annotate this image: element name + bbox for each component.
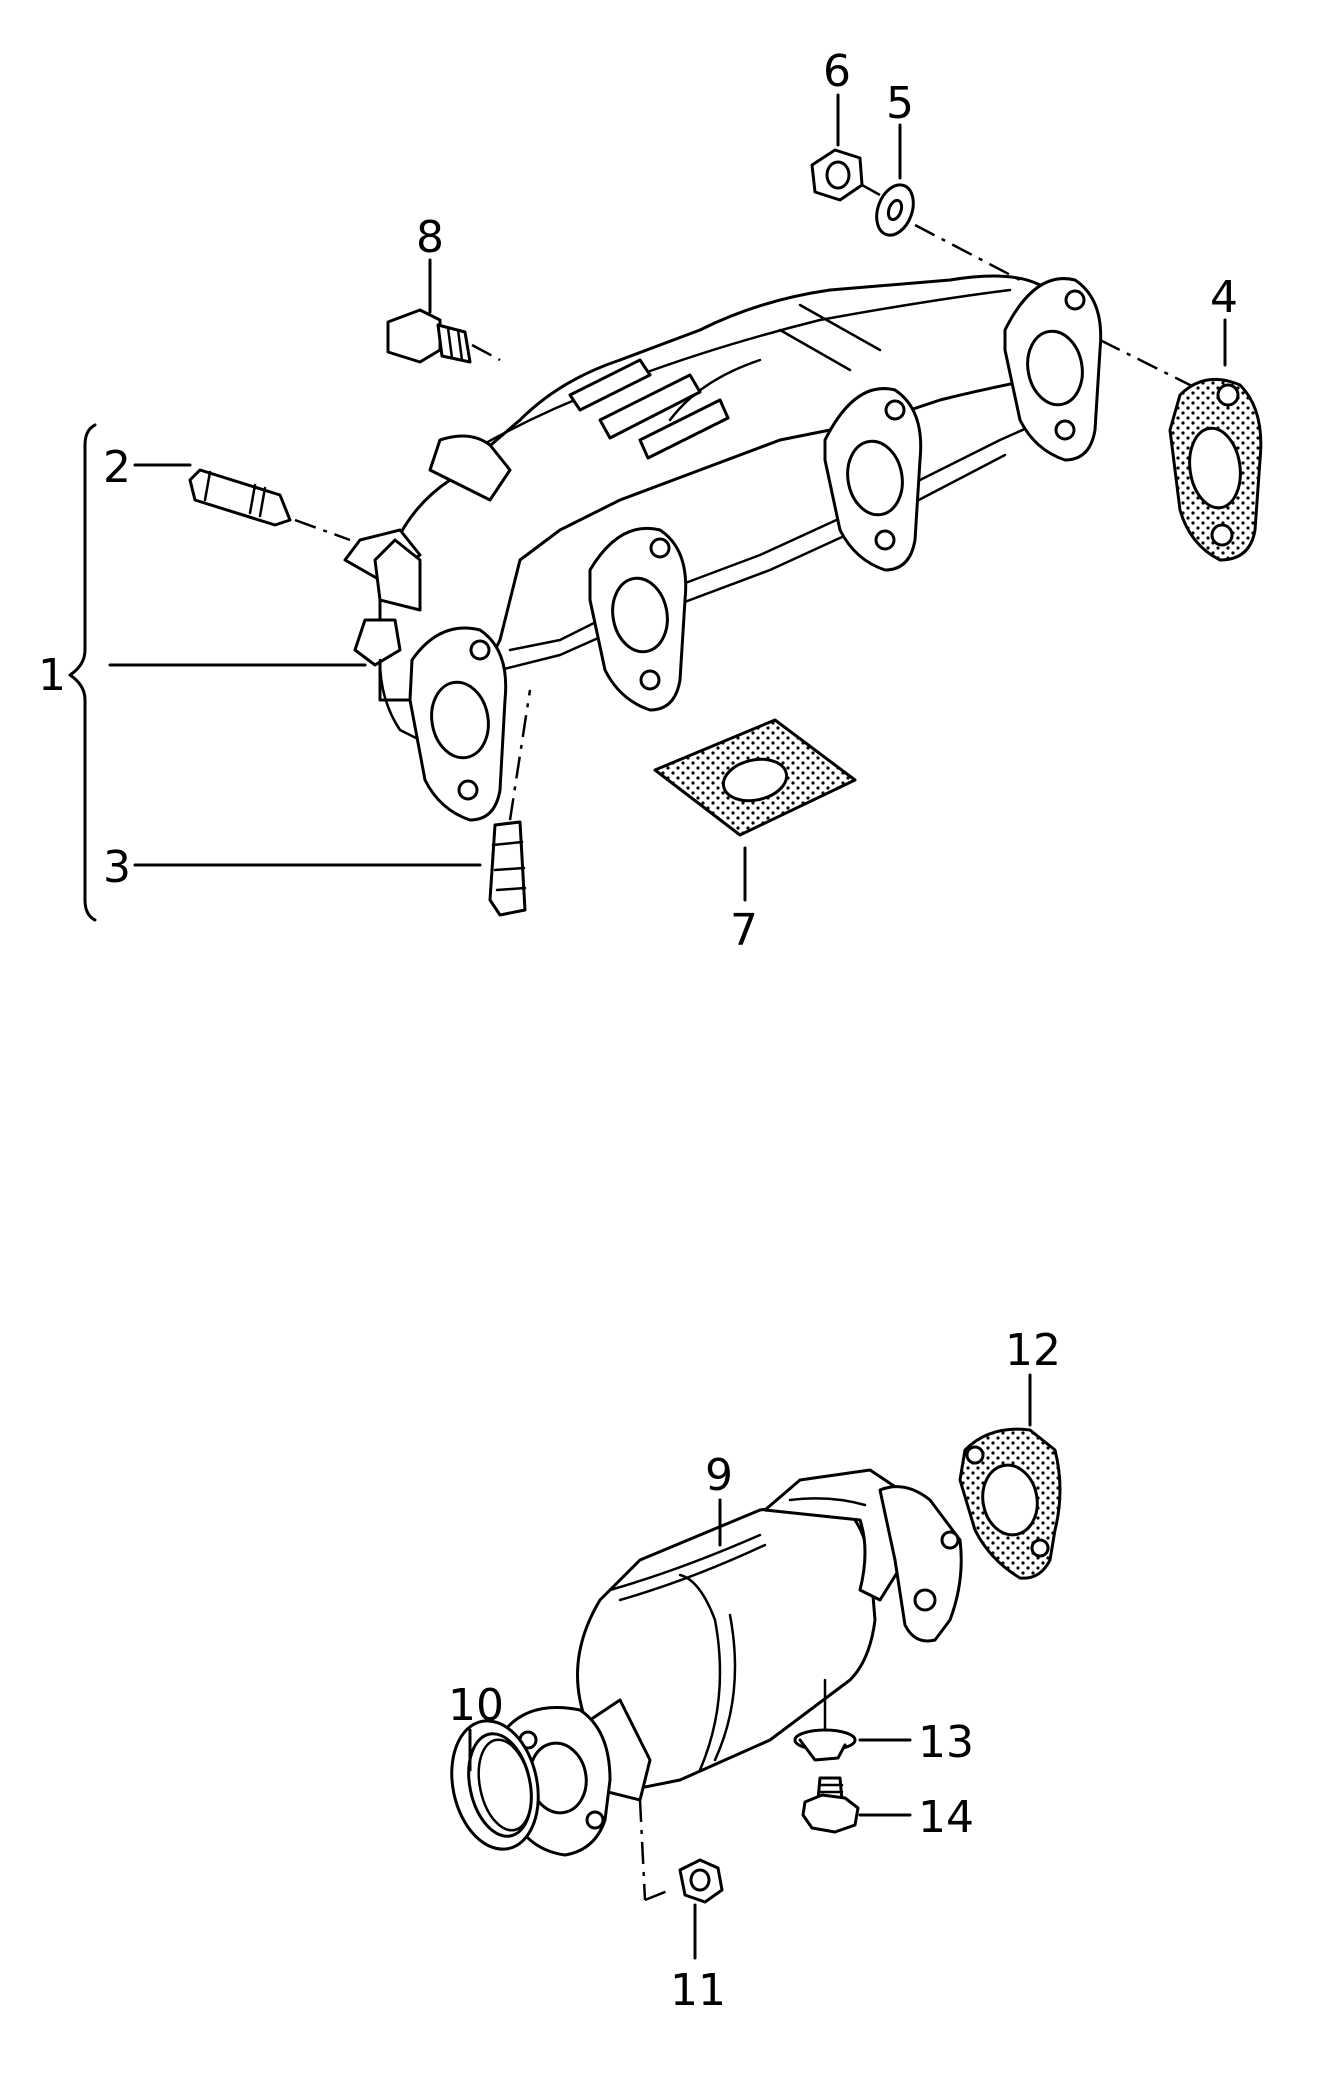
callout-10: 10: [448, 1680, 504, 1731]
callout-7: 7: [730, 905, 758, 956]
gasket-part-4: [1168, 377, 1263, 562]
exhaust-manifold: [343, 274, 1062, 742]
callout-8: 8: [416, 212, 444, 263]
callout-13: 13: [918, 1717, 974, 1768]
callout-5: 5: [886, 78, 914, 129]
manifold-flange-1: [408, 626, 508, 822]
callout-11: 11: [670, 1965, 726, 2016]
catalytic-converter: [503, 1468, 963, 1902]
callout-4: 4: [1210, 272, 1238, 323]
callout-12: 12: [1005, 1325, 1061, 1376]
bolt-part-8: [386, 308, 501, 364]
callout-leaders: [68, 93, 1227, 1960]
nut-part-11: [678, 1858, 724, 1904]
manifold-flange-3: [823, 387, 923, 572]
washer-part-5: [875, 183, 1021, 282]
callout-6: 6: [823, 46, 851, 97]
bolt-part-14: [801, 1776, 860, 1834]
clamp-part-13: [793, 1678, 857, 1762]
callout-9: 9: [705, 1450, 733, 1501]
gasket-part-7: [653, 718, 857, 837]
nut-part-6: [810, 148, 881, 202]
callout-2: 2: [103, 442, 131, 493]
manifold-flange-2: [588, 526, 688, 712]
stud-part-2: [188, 468, 351, 542]
seal-ring-part-10: [450, 1719, 540, 1851]
callout-3: 3: [103, 842, 131, 893]
callout-1: 1: [38, 650, 66, 701]
alignment-line-4: [1099, 338, 1201, 392]
gasket-part-12: [958, 1427, 1062, 1580]
manifold-flange-4: [1003, 277, 1103, 462]
callout-14: 14: [918, 1792, 974, 1843]
stud-part-3: [488, 689, 532, 917]
